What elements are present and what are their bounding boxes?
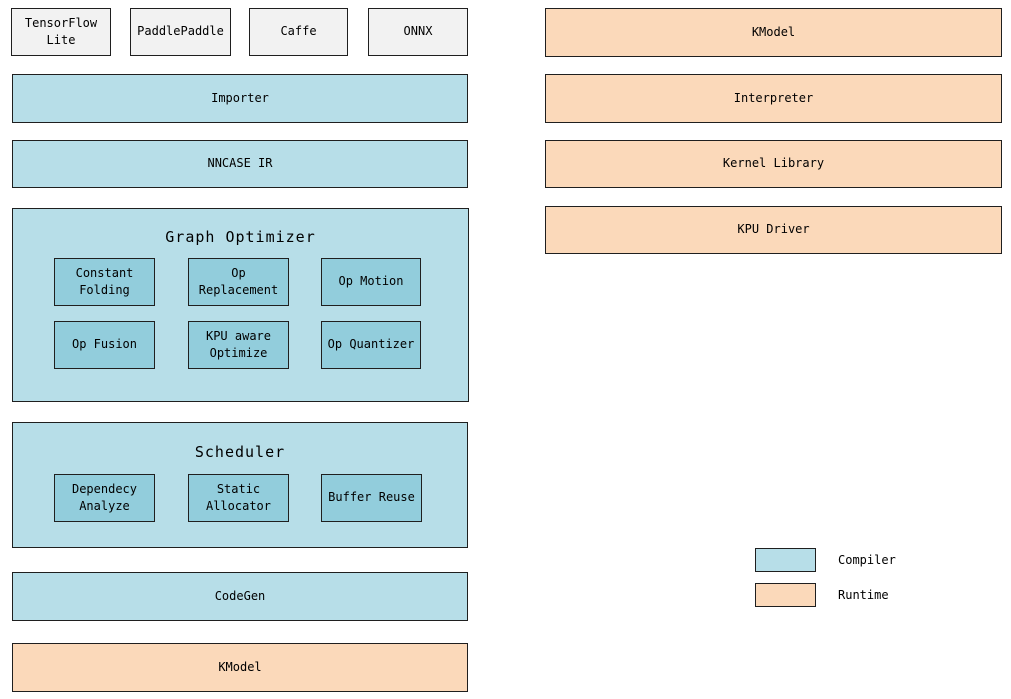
pass-box-op-fusion: Op Fusion xyxy=(54,321,155,369)
runtime-box-kmodel: KModel xyxy=(545,8,1002,57)
importer-box: Importer xyxy=(12,74,468,123)
codegen-box: CodeGen xyxy=(12,572,468,621)
pass-box-dependecy-analyze: Dependecy Analyze xyxy=(54,474,155,522)
pass-box-buffer-reuse: Buffer Reuse xyxy=(321,474,422,522)
pass-box-kpu-aware-optimize: KPU aware Optimize xyxy=(188,321,289,369)
legend-label-compiler: Compiler xyxy=(838,553,896,567)
legend-label-runtime: Runtime xyxy=(838,588,889,602)
framework-box-tensorflow-lite: TensorFlow Lite xyxy=(11,8,111,56)
scheduler-title: Scheduler xyxy=(194,443,286,461)
pass-box-op-replacement: Op Replacement xyxy=(188,258,289,306)
kmodel-output-box: KModel xyxy=(12,643,468,692)
runtime-box-kpu-driver: KPU Driver xyxy=(545,206,1002,254)
framework-box-onnx: ONNX xyxy=(368,8,468,56)
pass-box-op-quantizer: Op Quantizer xyxy=(321,321,421,369)
runtime-box-interpreter: Interpreter xyxy=(545,74,1002,123)
legend-row-compiler: Compiler xyxy=(755,548,896,572)
graph-optimizer-title: Graph Optimizer xyxy=(165,228,316,246)
scheduler-group: Scheduler Dependecy Analyze Static Alloc… xyxy=(12,422,468,548)
legend-swatch-compiler xyxy=(755,548,816,572)
legend-row-runtime: Runtime xyxy=(755,583,889,607)
pass-box-op-motion: Op Motion xyxy=(321,258,421,306)
framework-box-paddlepaddle: PaddlePaddle xyxy=(130,8,231,56)
pass-box-constant-folding: Constant Folding xyxy=(54,258,155,306)
framework-box-caffe: Caffe xyxy=(249,8,348,56)
runtime-box-kernel-library: Kernel Library xyxy=(545,140,1002,188)
nncase-ir-box: NNCASE IR xyxy=(12,140,468,188)
pass-box-static-allocator: Static Allocator xyxy=(188,474,289,522)
graph-optimizer-group: Graph Optimizer Constant Folding Op Repl… xyxy=(12,208,469,402)
legend-swatch-runtime xyxy=(755,583,816,607)
